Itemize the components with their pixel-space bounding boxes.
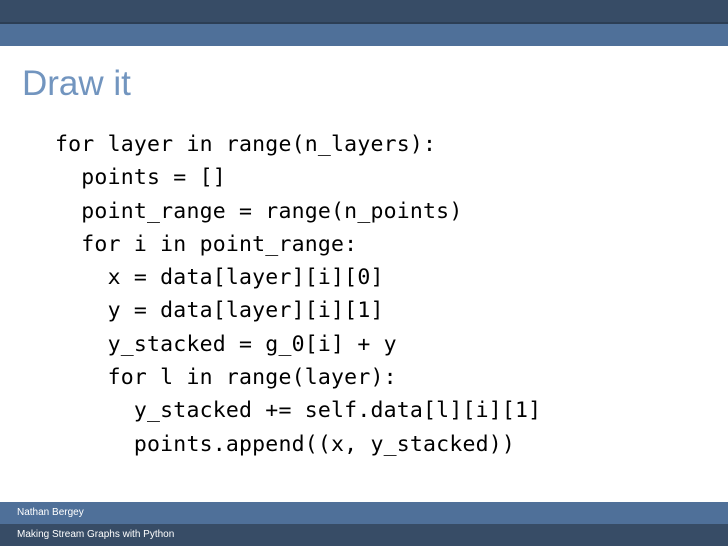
code-line: y_stacked = g_0[i] + y — [55, 331, 397, 357]
footer-title-bar: Making Stream Graphs with Python — [0, 524, 728, 546]
footer-presentation-title-text: Making Stream Graphs with Python — [17, 529, 175, 540]
code-line: points.append((x, y_stacked)) — [55, 431, 516, 457]
slide-title: Draw it — [22, 64, 131, 103]
footer-author-text: Nathan Bergey — [17, 507, 84, 518]
code-block: for layer in range(n_layers): points = [… — [55, 128, 705, 461]
code-line: x = data[layer][i][0] — [55, 265, 384, 291]
code-line: for layer in range(n_layers): — [55, 132, 437, 157]
code-line: y = data[layer][i][1] — [55, 298, 384, 324]
code-line: point_range = range(n_points) — [55, 198, 463, 224]
code-line: points = [] — [55, 165, 226, 191]
top-bar-divider — [0, 22, 728, 24]
footer-author-bar: Nathan Bergey — [0, 502, 728, 524]
code-line: for l in range(layer): — [55, 365, 397, 391]
code-line: for i in point_range: — [55, 231, 358, 257]
top-bar-light — [0, 24, 728, 46]
code-line: y_stacked += self.data[l][i][1] — [55, 398, 542, 424]
top-bar-dark — [0, 0, 728, 22]
